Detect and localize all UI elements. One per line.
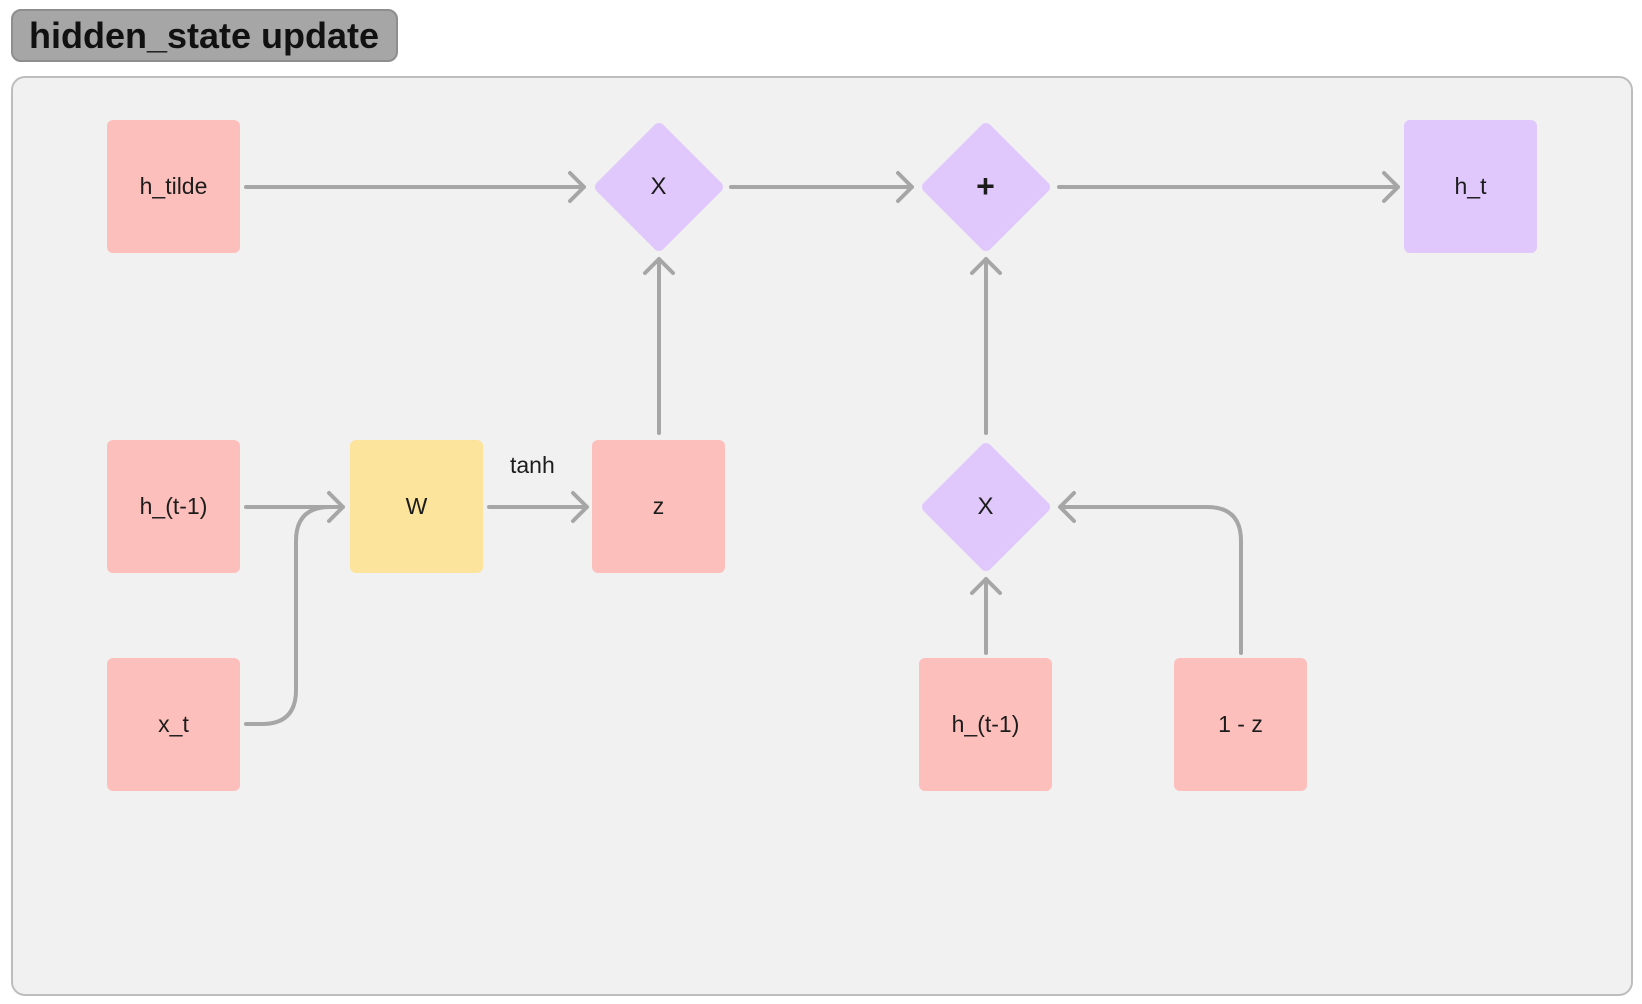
node-add[interactable]: + (919, 120, 1052, 253)
node-w[interactable]: W (350, 440, 483, 573)
edge-x-t-to-w (244, 505, 332, 726)
node-h-prev-left-label: h_(t-1) (139, 493, 208, 519)
edge-mult-bottom-to-add (970, 257, 1002, 435)
edge-w-to-z (487, 491, 589, 523)
edge-h-tilde-to-mult-top (244, 171, 586, 203)
node-h-prev-right[interactable]: h_(t-1) (919, 658, 1052, 791)
node-mult-top-label: X (650, 172, 667, 200)
edge-h-prev-right-to-mult-bottom (970, 577, 1002, 655)
node-x-t-label: x_t (158, 711, 189, 737)
edge-z-to-mult-top (643, 257, 675, 435)
edge-mult-top-to-add (729, 171, 914, 203)
node-w-label: W (405, 493, 428, 519)
node-z[interactable]: z (592, 440, 725, 573)
node-h-t[interactable]: h_t (1404, 120, 1537, 253)
node-add-label: + (976, 168, 995, 204)
node-h-t-label: h_t (1454, 173, 1487, 199)
edge-one-minus-z-to-mult-bottom (1058, 491, 1243, 655)
node-z-label: z (652, 493, 665, 519)
node-mult-top[interactable]: X (592, 120, 725, 253)
node-mult-bottom[interactable]: X (919, 440, 1052, 573)
node-h-prev-left[interactable]: h_(t-1) (107, 440, 240, 573)
node-one-minus-z-label: 1 - z (1218, 711, 1263, 737)
node-h-tilde-label: h_tilde (139, 173, 208, 199)
edge-label-tanh: tanh (510, 452, 555, 478)
diagram-frame (11, 76, 1633, 996)
node-h-tilde[interactable]: h_tilde (107, 120, 240, 253)
node-x-t[interactable]: x_t (107, 658, 240, 791)
diagram-title: hidden_state update (11, 9, 398, 62)
edge-add-to-h-t (1057, 171, 1400, 203)
node-mult-bottom-label: X (977, 492, 994, 520)
node-one-minus-z[interactable]: 1 - z (1174, 658, 1307, 791)
node-h-prev-right-label: h_(t-1) (951, 711, 1020, 737)
